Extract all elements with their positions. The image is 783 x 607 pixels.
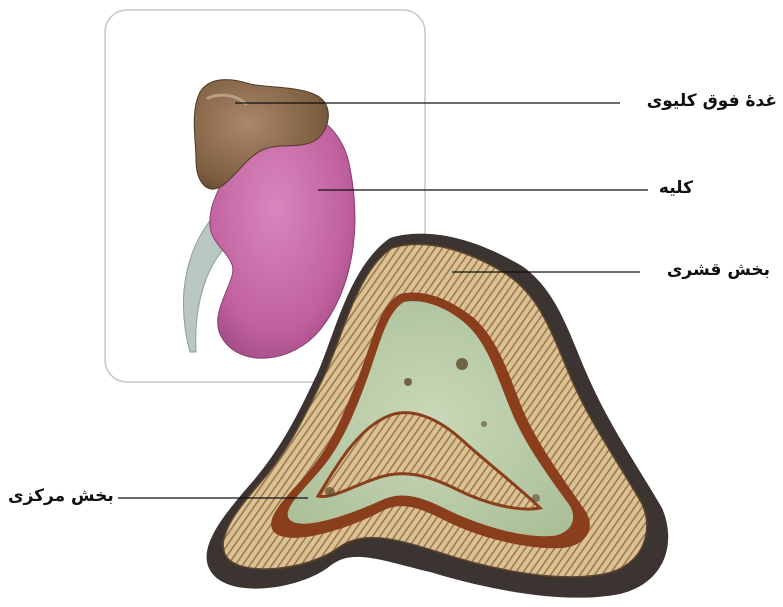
- label-cortex: بخش قشری: [667, 262, 770, 279]
- label-adrenal-gland: غدهٔ فوق کلیوی: [647, 93, 777, 110]
- label-medulla: بخش مرکزی: [8, 488, 114, 505]
- label-kidney: کلیه: [659, 180, 693, 197]
